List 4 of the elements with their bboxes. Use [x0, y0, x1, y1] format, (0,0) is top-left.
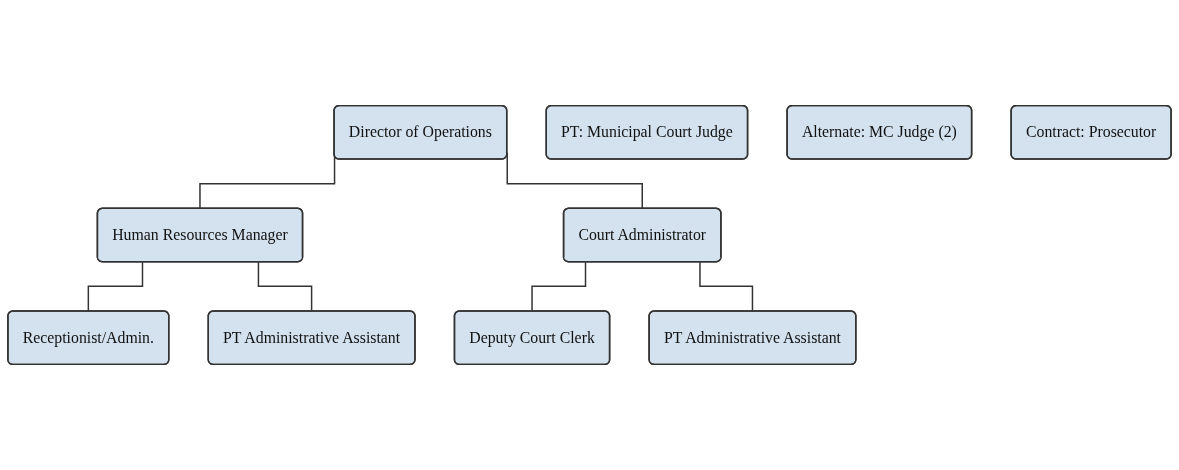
- connector: [699, 261, 754, 313]
- connector: [257, 261, 313, 313]
- connector: [87, 261, 144, 313]
- connector: [531, 261, 587, 313]
